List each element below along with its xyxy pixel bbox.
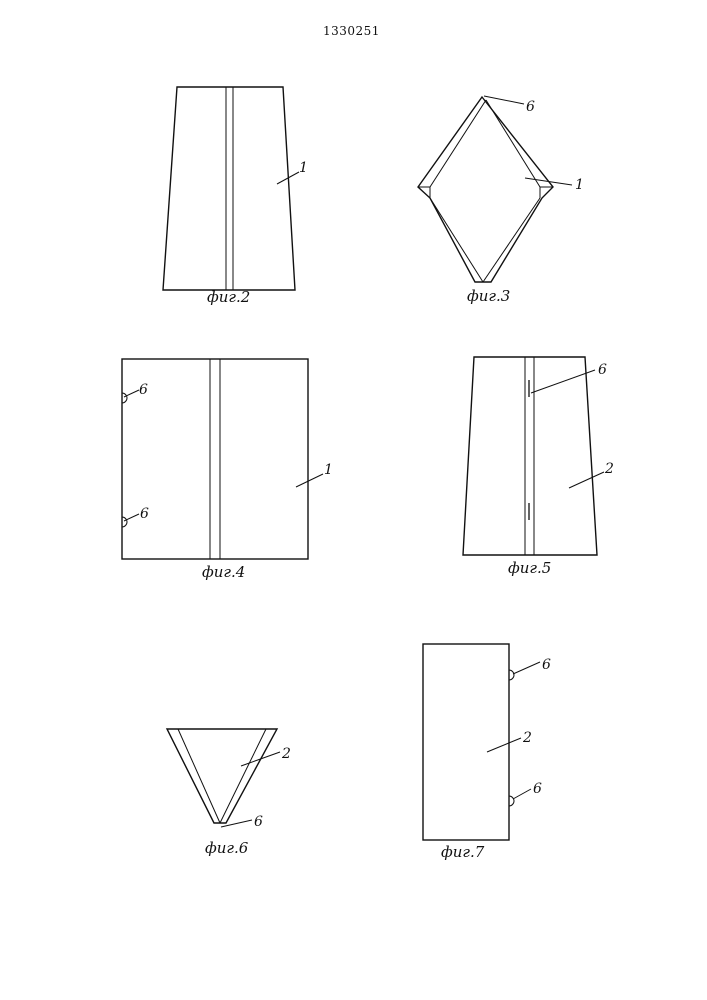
figure-5-label-6: 6	[598, 362, 607, 378]
figure-2-body	[163, 87, 295, 290]
figure-7-leader	[513, 789, 531, 799]
patent-number: 1330251	[323, 24, 380, 38]
figure-2: 1 фиг.2	[163, 87, 308, 306]
figure-3-label-6: 6	[526, 99, 535, 115]
figure-5: 6 2 фиг.5	[463, 357, 614, 577]
figure-3-leader	[484, 96, 524, 104]
figure-4-label-6-upper: 6	[139, 382, 148, 398]
figure-3: 6 1 фиг.3	[418, 96, 584, 305]
figure-6-caption: фиг.6	[205, 839, 249, 857]
figure-7-label-6-upper: 6	[542, 657, 551, 673]
figure-6-outline	[167, 729, 277, 823]
figure-7-caption: фиг.7	[441, 843, 485, 861]
figure-7: 6 2 6 фиг.7	[423, 644, 551, 861]
figure-4: 6 6 1 фиг.4	[122, 359, 333, 581]
figure-7-fastener	[509, 796, 514, 806]
figure-3-label-1: 1	[575, 177, 584, 193]
figure-5-label-2: 2	[604, 461, 614, 477]
figure-2-label-1: 1	[299, 160, 308, 176]
figure-6: 2 6 фиг.6	[167, 729, 291, 857]
figure-3-outline	[418, 97, 553, 282]
figure-4-body	[122, 359, 308, 559]
figure-3-caption: фиг.3	[467, 287, 510, 305]
figure-7-fastener	[509, 670, 514, 680]
figure-5-caption: фиг.5	[508, 559, 551, 577]
figure-4-caption: фиг.4	[202, 563, 245, 581]
figure-7-label-2: 2	[522, 730, 532, 746]
figure-6-label-6: 6	[254, 814, 263, 830]
figure-2-caption: фиг.2	[207, 288, 250, 306]
figure-7-leader	[513, 662, 540, 674]
figure-4-label-6-lower: 6	[140, 506, 149, 522]
figure-6-label-2: 2	[281, 746, 291, 762]
figure-5-body	[463, 357, 597, 555]
figure-4-label-1: 1	[324, 462, 333, 478]
figure-7-label-6-lower: 6	[533, 781, 542, 797]
figure-7-body	[423, 644, 509, 840]
